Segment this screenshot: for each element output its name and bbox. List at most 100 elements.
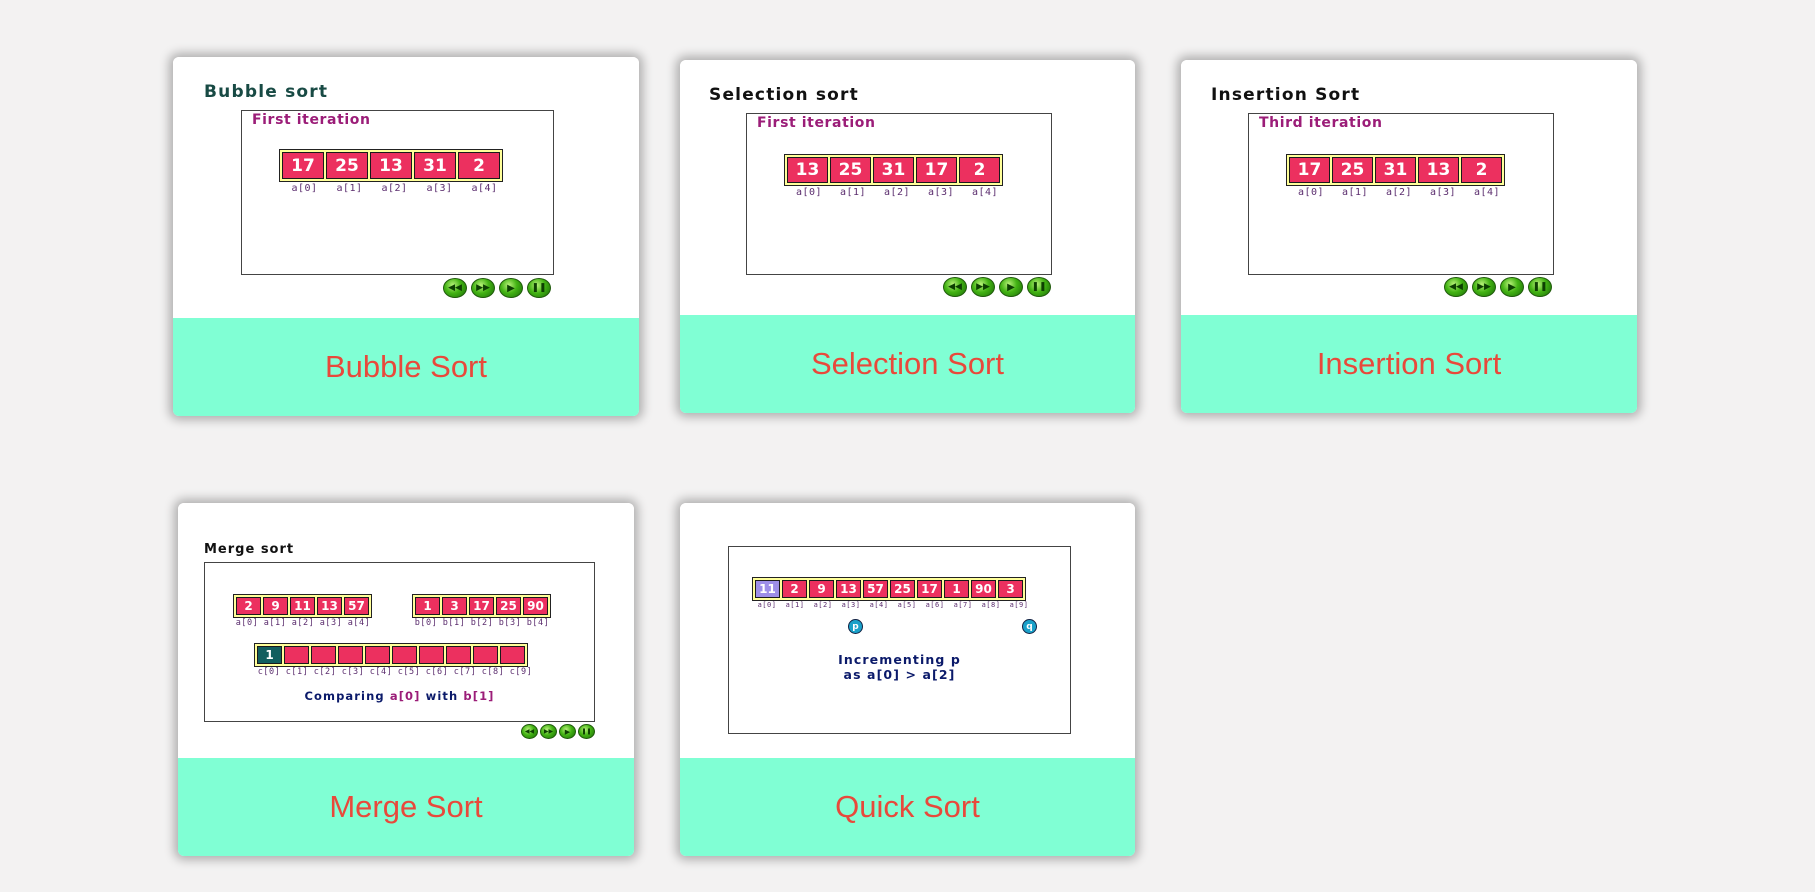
playback-controls: ◀◀ ▶▶ ▶ ❚❚ [943, 277, 1051, 297]
array-cell [500, 646, 525, 664]
index-label: a[7] [953, 601, 973, 609]
array-cell: 31 [873, 157, 914, 183]
iteration-label: First iteration [757, 115, 876, 131]
index-label: a[6] [925, 601, 945, 609]
index-label: a[0] [235, 618, 259, 628]
insertion-sort-card[interactable]: Insertion Sort Third iteration 17 25 31 … [1181, 60, 1637, 413]
index-label: b[2] [470, 618, 494, 628]
array-cell: 57 [863, 580, 888, 598]
index-label: a[2] [883, 187, 911, 198]
index-label: c[7] [453, 667, 477, 677]
quick-caption: Incrementing p as a[0] > a[2] [729, 652, 1070, 682]
array-cell: 17 [917, 580, 942, 598]
merge-sort-preview: Merge sort 2 9 11 13 57 a[0] a[1] a[2] a… [178, 503, 634, 759]
selection-sort-card[interactable]: Selection sort First iteration 13 25 31 … [680, 60, 1135, 413]
index-label: c[0] [257, 667, 281, 677]
array-cell: 3 [442, 597, 467, 615]
card-label: Selection Sort [680, 315, 1135, 413]
fast-forward-icon: ▶▶ [971, 277, 995, 297]
rewind-icon: ◀◀ [443, 278, 467, 298]
playback-controls: ◀◀ ▶▶ ▶ ❚❚ [521, 724, 595, 739]
pause-icon: ❚❚ [1027, 277, 1051, 297]
index-row-a: a[0] a[1] a[2] a[3] a[4] [233, 618, 373, 628]
slide-title: Merge sort [204, 542, 295, 557]
index-label: a[1] [263, 618, 287, 628]
array-cell: 9 [263, 597, 288, 615]
animation-frame: First iteration 13 25 31 17 2 a[0] a[1] … [746, 113, 1052, 275]
array-cell: 11 [290, 597, 315, 615]
pointer-q-icon: q [1022, 619, 1037, 634]
index-label: c[2] [313, 667, 337, 677]
index-label: c[1] [285, 667, 309, 677]
index-label: c[4] [369, 667, 393, 677]
playback-controls: ◀◀ ▶▶ ▶ ❚❚ [443, 278, 551, 298]
playback-controls: ◀◀ ▶▶ ▶ ❚❚ [1444, 277, 1552, 297]
index-label: a[0] [757, 601, 777, 609]
pause-icon: ❚❚ [1528, 277, 1552, 297]
array: 17 25 31 13 2 [1286, 154, 1505, 186]
array-cell [419, 646, 444, 664]
quick-sort-card[interactable]: 11 2 9 13 57 25 17 1 90 3 a[0] a[1] a[2]… [680, 503, 1135, 856]
pause-icon: ❚❚ [527, 278, 551, 298]
merge-sort-card[interactable]: Merge sort 2 9 11 13 57 a[0] a[1] a[2] a… [178, 503, 634, 856]
play-icon: ▶ [1500, 277, 1524, 297]
animation-frame: Third iteration 17 25 31 13 2 a[0] a[1] … [1248, 113, 1554, 275]
array-c: 1 [254, 643, 528, 667]
array-cell: 17 [1289, 157, 1330, 183]
card-label: Merge Sort [178, 758, 634, 856]
iteration-label: First iteration [252, 112, 371, 128]
slide-title: Bubble sort [204, 82, 329, 102]
index-label: a[4] [1473, 187, 1501, 198]
index-label: a[0] [1297, 187, 1325, 198]
index-label: c[5] [397, 667, 421, 677]
array-cell: 31 [414, 152, 456, 179]
array-cell [338, 646, 363, 664]
index-row: a[0] a[1] a[2] a[3] a[4] [787, 187, 1007, 198]
index-label: a[1] [336, 183, 363, 194]
fast-forward-icon: ▶▶ [471, 278, 495, 298]
index-label: a[0] [795, 187, 823, 198]
index-label: a[4] [471, 183, 498, 194]
array-cell: 3 [998, 580, 1023, 598]
index-label: a[4] [869, 601, 889, 609]
array-cell: 13 [836, 580, 861, 598]
index-label: c[8] [481, 667, 505, 677]
animation-frame: 11 2 9 13 57 25 17 1 90 3 a[0] a[1] a[2]… [728, 546, 1071, 734]
pointer-p-icon: p [848, 619, 863, 634]
array-cell: 17 [469, 597, 494, 615]
array-cell: 13 [787, 157, 828, 183]
index-label: c[9] [509, 667, 533, 677]
array-cell: 25 [830, 157, 871, 183]
pause-icon: ❚❚ [578, 724, 595, 739]
array: 13 25 31 17 2 [784, 154, 1003, 186]
index-label: b[3] [498, 618, 522, 628]
bubble-sort-card[interactable]: Bubble sort First iteration 17 25 13 31 … [173, 57, 639, 416]
index-row: a[0] a[1] a[2] a[3] a[4] [1289, 187, 1509, 198]
array-cell [365, 646, 390, 664]
index-label: a[9] [1009, 601, 1029, 609]
rewind-icon: ◀◀ [943, 277, 967, 297]
fast-forward-icon: ▶▶ [1472, 277, 1496, 297]
index-label: a[3] [426, 183, 453, 194]
array-cell: 25 [326, 152, 368, 179]
index-label: a[4] [971, 187, 999, 198]
array-cell: 13 [370, 152, 412, 179]
index-label: a[2] [291, 618, 315, 628]
array: 17 25 13 31 2 [279, 149, 503, 182]
index-label: c[6] [425, 667, 449, 677]
animation-frame: 2 9 11 13 57 a[0] a[1] a[2] a[3] a[4] 1 … [204, 562, 595, 722]
index-label: a[0] [291, 183, 318, 194]
index-label: a[3] [319, 618, 343, 628]
rewind-icon: ◀◀ [521, 724, 538, 739]
index-label: a[8] [981, 601, 1001, 609]
selection-sort-preview: Selection sort First iteration 13 25 31 … [680, 60, 1135, 315]
caption-line-2: as a[0] > a[2] [843, 667, 956, 682]
array-cell: 9 [809, 580, 834, 598]
caption-a: a[0] [389, 689, 421, 703]
array-cell: 13 [1418, 157, 1459, 183]
index-label: a[2] [813, 601, 833, 609]
index-row: a[0] a[1] a[2] a[3] a[4] [282, 183, 507, 194]
array-cell: 25 [1332, 157, 1373, 183]
index-label: b[4] [526, 618, 550, 628]
iteration-label: Third iteration [1259, 115, 1383, 131]
